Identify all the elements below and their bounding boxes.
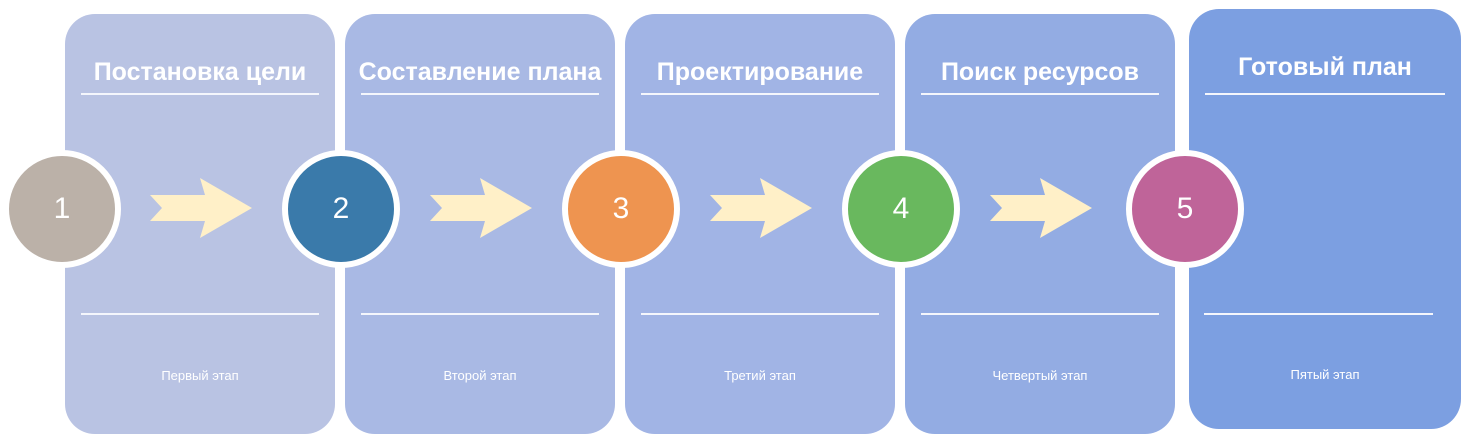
arrow-right-icon [430,178,532,238]
divider [361,93,599,95]
step-circle-2: 2 [282,150,400,268]
divider [641,93,879,95]
divider [361,313,599,315]
stage-title: Составление плана [358,58,602,86]
step-number: 4 [892,192,910,225]
divider [921,93,1159,95]
stage-caption: Первый этап [161,368,239,383]
stage-caption: Третий этап [724,368,796,383]
arrow-right-icon [990,178,1092,238]
stage-title: Проектирование [656,58,864,86]
divider [641,313,879,315]
step-number: 5 [1176,192,1194,225]
step-circle-1: 1 [3,150,121,268]
step-circle-4: 4 [842,150,960,268]
step-number: 2 [332,192,350,225]
stage-caption: Четвертый этап [992,368,1088,383]
arrow-right-icon [710,178,812,238]
stage-title: Готовый план [1238,53,1412,81]
divider [1204,313,1433,315]
step-number: 1 [53,192,71,225]
card-stage-3: Проектирование Третий этап [625,14,895,434]
step-circle-5: 5 [1126,150,1244,268]
divider [81,313,319,315]
stage-caption: Второй этап [443,368,517,383]
stage-caption: Пятый этап [1290,367,1360,382]
stage-title: Постановка цели [93,58,307,86]
divider [921,313,1159,315]
step-number: 3 [612,192,630,225]
divider [81,93,319,95]
arrow-right-icon [150,178,252,238]
divider [1205,93,1445,95]
stage-title: Поиск ресурсов [940,58,1140,86]
step-circle-3: 3 [562,150,680,268]
